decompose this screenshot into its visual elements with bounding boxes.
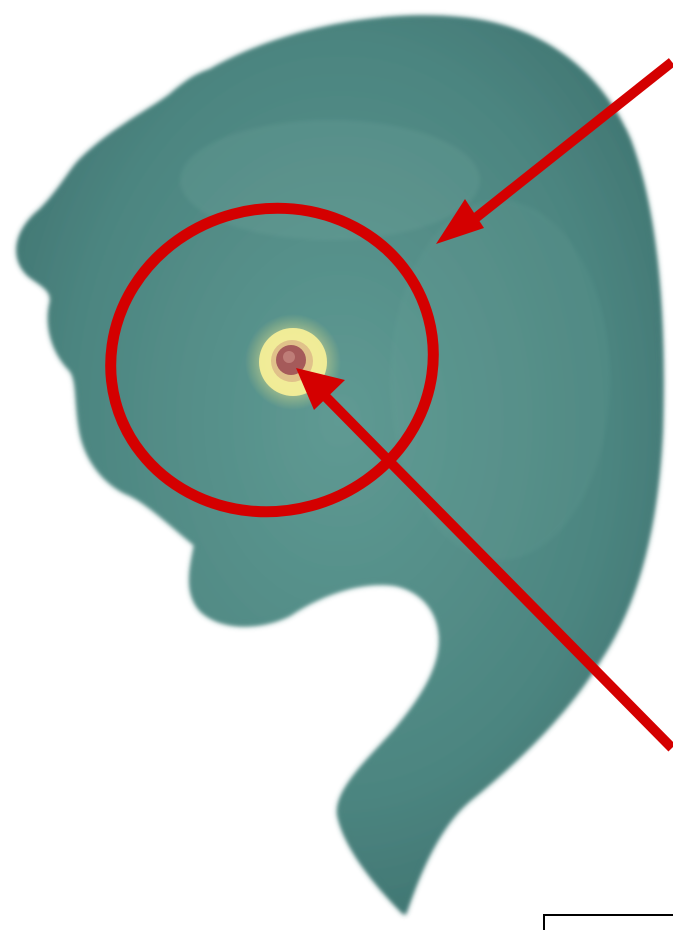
- scale-bar: [543, 915, 673, 930]
- tissue-highlight: [390, 200, 610, 560]
